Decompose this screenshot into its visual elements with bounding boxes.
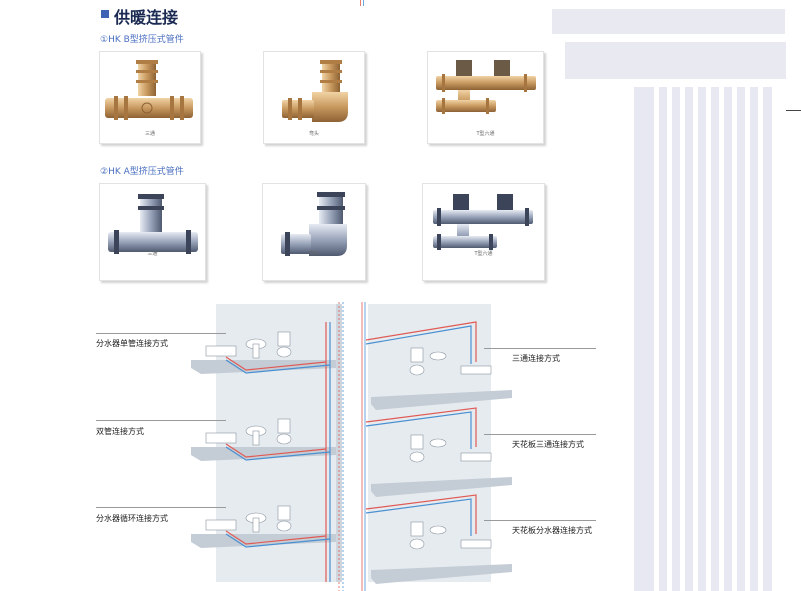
product-card-brass-tee: 三通 — [99, 51, 201, 144]
product-card-steel-elbow: 弯头 — [262, 183, 366, 281]
label-manifold-loop: 分水器循环连接方式 — [96, 514, 168, 523]
leader-line — [484, 434, 596, 435]
product-card-steel-tee: 三通 — [99, 183, 206, 281]
edge-dash — [786, 110, 801, 111]
section-heading-a-type: ②HK A型挤压式管件 — [100, 167, 184, 177]
steel-elbow-fitting-icon — [281, 192, 347, 256]
label-ceiling-manifold-connection: 天花板分水器连接方式 — [512, 526, 592, 535]
crop-mark-red — [360, 0, 361, 6]
label-single-pipe-manifold: 分水器单管连接方式 — [96, 339, 168, 348]
leader-line — [96, 507, 226, 508]
page-title: 供暖连接 — [114, 8, 179, 27]
leader-line — [484, 348, 596, 349]
product-card-steel-t-six-way: T型六通 — [422, 183, 545, 281]
product-caption: 弯头 — [308, 251, 319, 257]
leader-line — [96, 333, 226, 334]
product-caption: T型六通 — [476, 131, 495, 137]
label-ceiling-tee-connection: 天花板三通连接方式 — [512, 440, 584, 449]
leader-line — [96, 420, 226, 421]
brass-t-six-way-fitting-icon — [436, 60, 536, 114]
heating-connection-diagram — [191, 302, 512, 591]
label-double-pipe: 双管连接方式 — [96, 427, 144, 436]
leader-line — [484, 520, 596, 521]
section-heading-b-type: ①HK B型挤压式管件 — [100, 35, 184, 45]
product-caption: T型六通 — [474, 251, 493, 257]
steel-tee-fitting-icon — [108, 194, 198, 254]
brass-tee-fitting-icon — [105, 60, 193, 120]
product-card-brass-elbow: 弯头 — [263, 51, 365, 144]
decorative-band-top — [552, 9, 785, 34]
product-caption: 三通 — [144, 131, 155, 137]
label-tee-connection: 三通连接方式 — [512, 354, 560, 363]
title-marker-square — [101, 10, 109, 18]
decorative-band-middle — [565, 42, 786, 79]
decorative-stripes — [634, 87, 772, 591]
steel-t-six-way-fitting-icon — [433, 194, 533, 250]
crop-mark-blue — [363, 0, 364, 6]
brass-elbow-fitting-icon — [282, 60, 348, 122]
product-caption: 弯头 — [308, 131, 319, 137]
product-caption: 三通 — [147, 251, 158, 257]
product-card-brass-t-six-way: T型六通 — [427, 51, 544, 144]
